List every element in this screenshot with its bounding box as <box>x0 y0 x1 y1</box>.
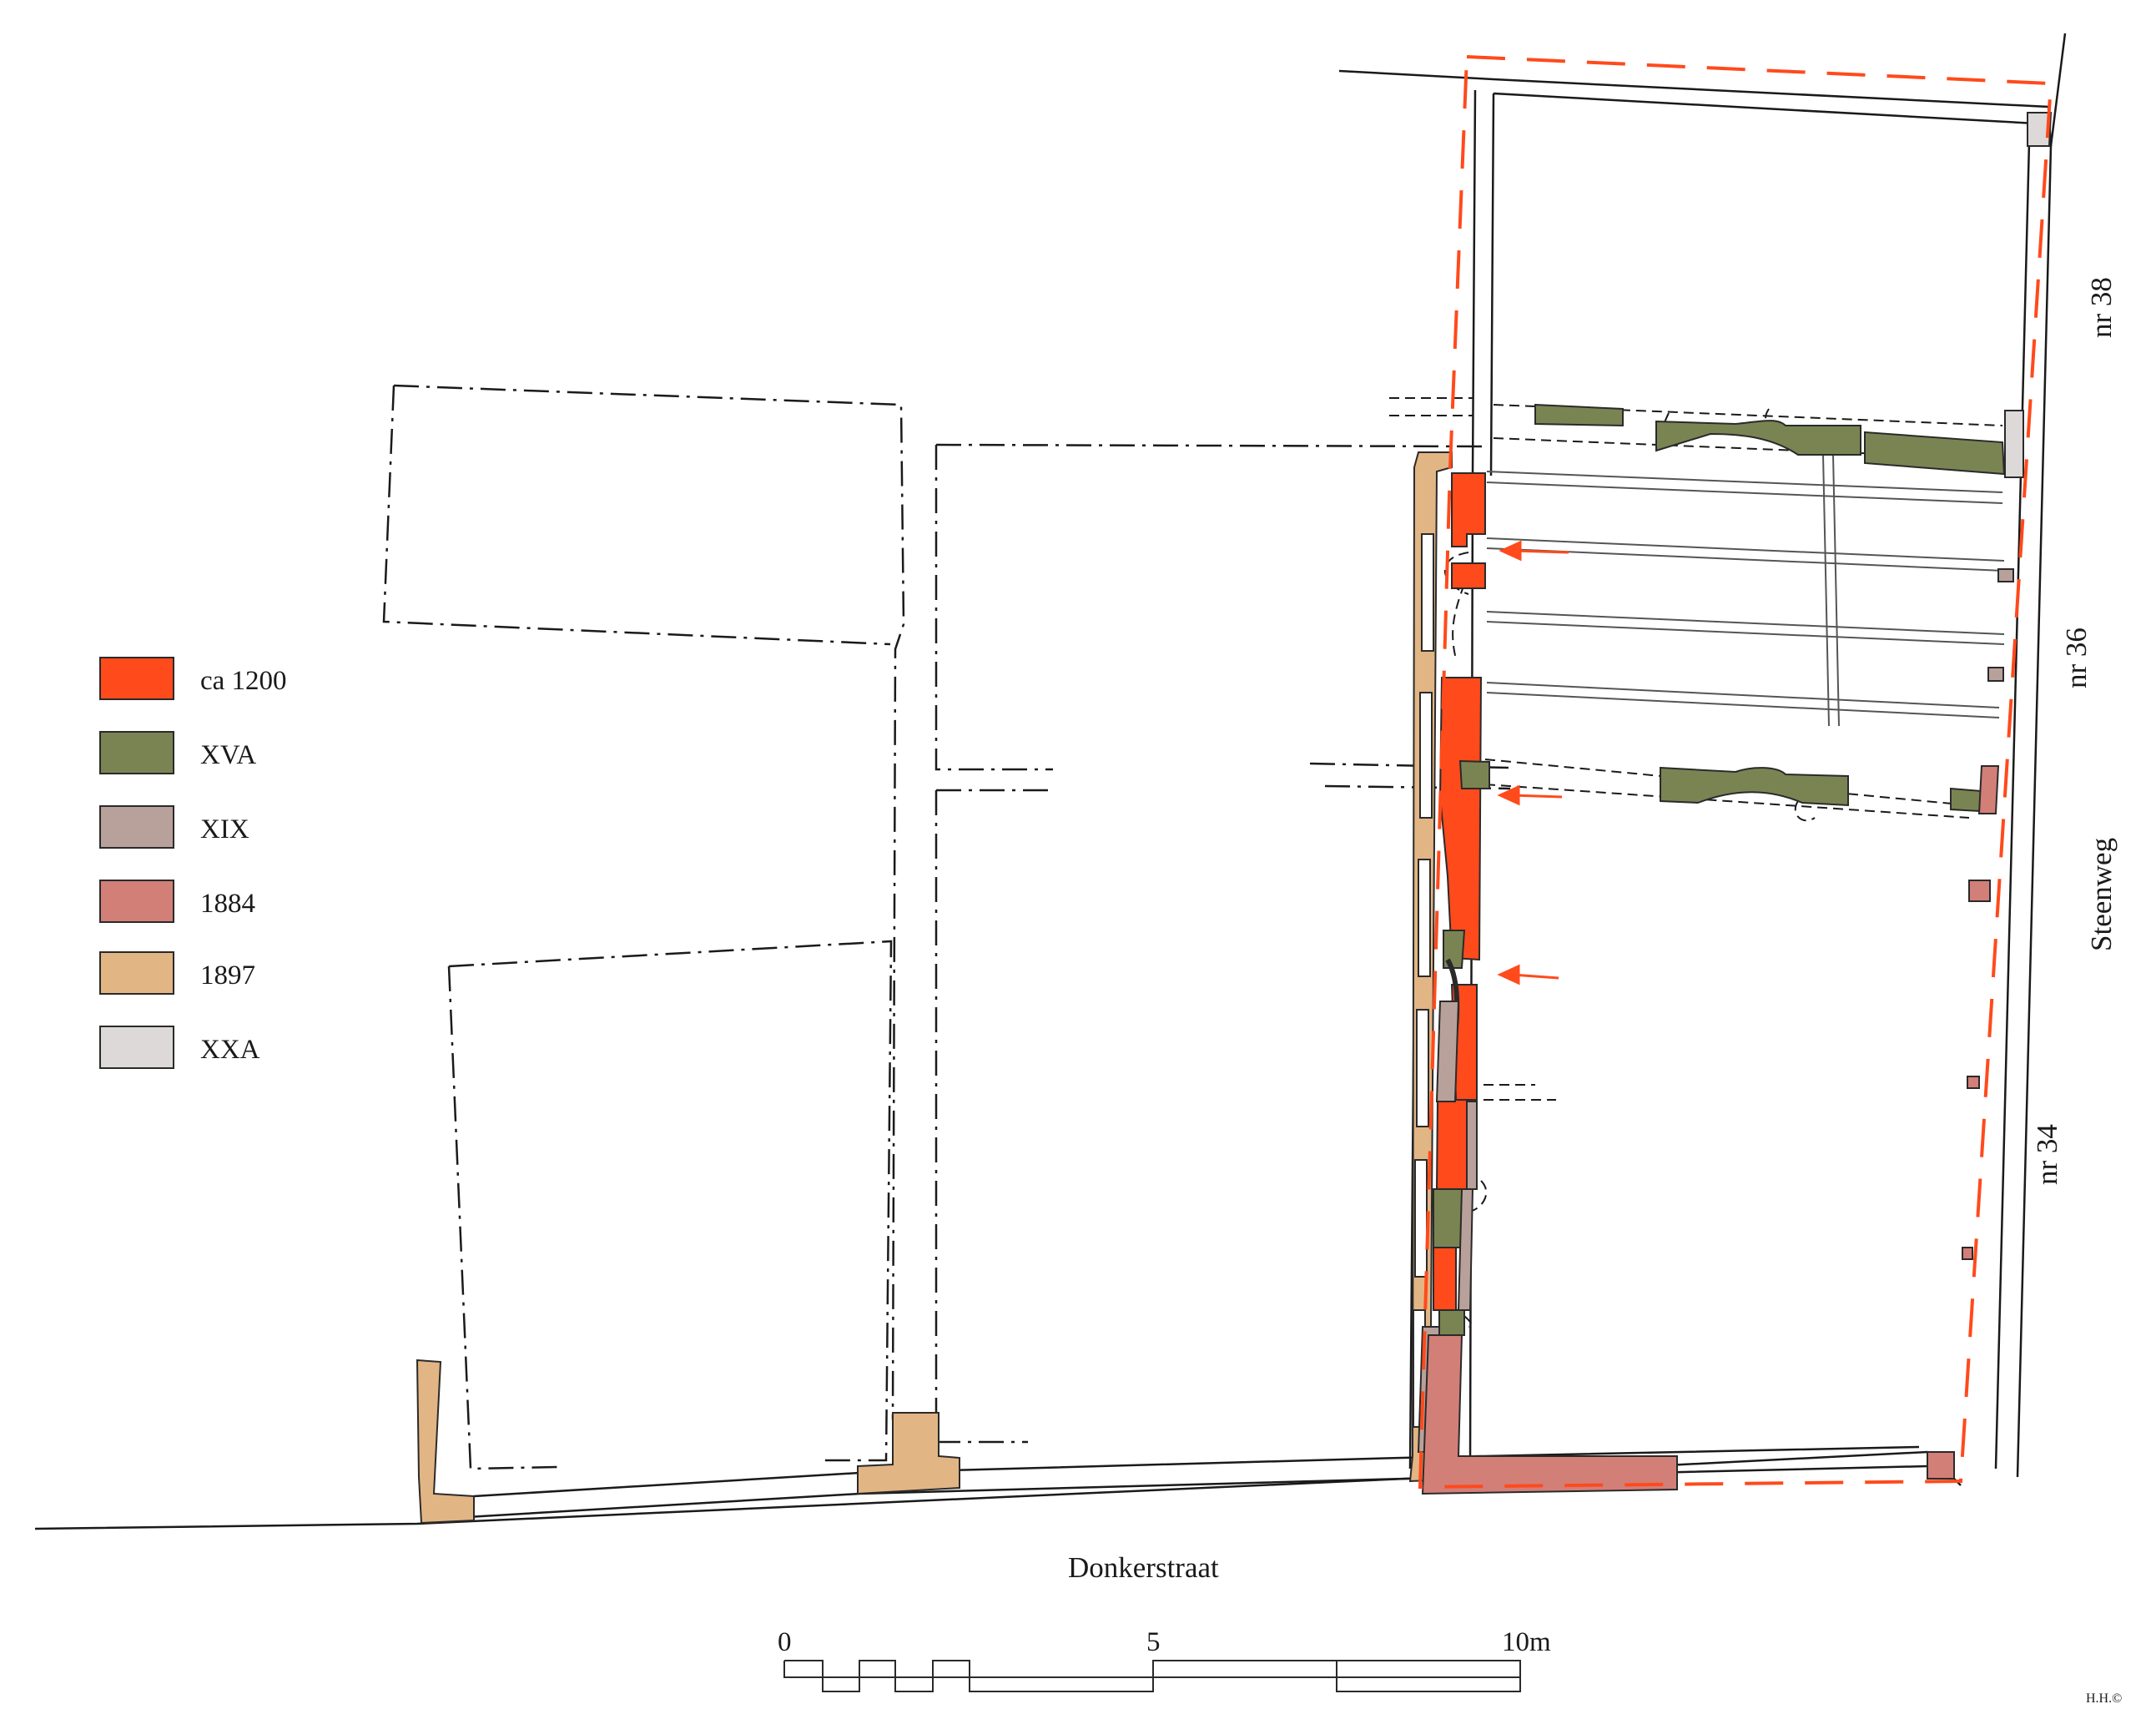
legend-item-xva: XVA <box>99 731 256 774</box>
phase-1884 <box>1421 765 2000 1495</box>
dashed-foundations <box>1389 397 2003 1328</box>
street-label-steenweg: Steenweg <box>2085 838 2118 951</box>
arrows <box>1497 540 1569 986</box>
phase-xxa <box>2004 112 2053 478</box>
legend-swatch <box>99 805 174 849</box>
scale-label-0: 0 <box>778 1627 792 1657</box>
legend: ca 1200 XVA XIX 1884 1897 XXA <box>99 657 287 1069</box>
scale-bar: 0 5 10m <box>778 1627 1551 1692</box>
scale-label-10m: 10m <box>1502 1627 1551 1657</box>
house-label-nr34: nr 34 <box>2031 1124 2063 1185</box>
arrow-icon <box>1497 964 1559 986</box>
legend-item-1897: 1897 <box>99 951 255 995</box>
legend-item-ca-1200: ca 1200 <box>99 657 287 700</box>
legend-swatch <box>99 657 174 700</box>
house-label-nr36: nr 36 <box>2060 628 2093 688</box>
legend-swatch <box>99 731 174 774</box>
legend-swatch <box>99 951 174 995</box>
phase-xva <box>1433 403 2006 1336</box>
legend-label: ca 1200 <box>200 666 287 696</box>
beams <box>1486 454 2005 727</box>
legend-swatch <box>99 880 174 923</box>
legend-item-xix: XIX <box>99 805 249 849</box>
legend-label: XVA <box>200 740 256 770</box>
legend-swatch <box>99 1026 174 1069</box>
legend-label: XXA <box>200 1035 260 1065</box>
phase-xix <box>1417 568 2014 1453</box>
legend-label: 1897 <box>200 960 255 991</box>
legend-label: XIX <box>200 814 249 844</box>
legend-label: 1884 <box>200 889 255 919</box>
phase-1897 <box>416 451 1453 1525</box>
legend-item-1884: 1884 <box>99 880 255 923</box>
street-label-donkerstraat: Donkerstraat <box>1068 1551 1219 1584</box>
legend-item-xxa: XXA <box>99 1026 260 1069</box>
credit: H.H.© <box>2086 1691 2122 1706</box>
neighbour-outlines <box>382 384 1511 1470</box>
house-label-nr38: nr 38 <box>2085 277 2118 338</box>
arrow-icon <box>1499 540 1569 562</box>
plot-boundary <box>1418 54 2053 1490</box>
arrow-icon <box>1497 784 1563 806</box>
scale-label-5: 5 <box>1146 1627 1161 1657</box>
